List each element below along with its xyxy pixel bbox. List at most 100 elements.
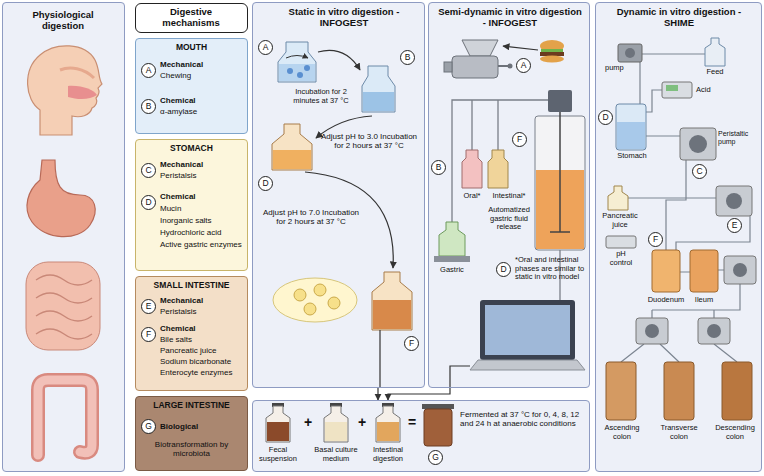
callout-letter: D — [142, 196, 155, 209]
bold-label: Mechanical — [160, 160, 244, 169]
semi-dynamic-apparatus — [548, 90, 572, 112]
callout-letter: F — [513, 133, 526, 146]
caption-text: Stomach — [604, 152, 660, 161]
shime-apparatus — [690, 250, 718, 292]
semi-dynamic-apparatus — [488, 150, 508, 188]
caption-text: Incubation for 2 minutes at 37 °C — [290, 88, 352, 105]
panel-frame: Physiological digestion — [2, 2, 125, 472]
fermentation-bottles — [325, 422, 347, 441]
semi-dynamic-apparatus — [462, 150, 482, 188]
caption-text: Duodenum — [642, 296, 690, 305]
static-vessels — [304, 303, 316, 315]
body-organs — [28, 46, 102, 135]
shime-apparatus — [726, 193, 742, 209]
static-vessels — [379, 330, 380, 388]
heading-text: Physiological digestion — [18, 10, 108, 32]
section-heading: SMALL INTESTINE — [135, 281, 248, 291]
caption-text: Pancreatic juice — [598, 212, 642, 229]
body-text: Chewing — [160, 71, 244, 80]
semi-dynamic-apparatus — [452, 56, 498, 78]
panel-grounds — [428, 2, 590, 388]
body-text: Bile salts — [160, 335, 244, 344]
semi-dynamic-apparatus — [540, 52, 564, 56]
body-text: Peristalsis — [160, 307, 244, 316]
semi-dynamic-apparatus — [508, 64, 513, 69]
caption-text: Basal culture medium — [308, 446, 364, 463]
static-vessels — [373, 300, 411, 329]
fermentation-bottles — [267, 422, 289, 441]
callout-circle: F — [141, 327, 156, 342]
static-vessels — [294, 289, 306, 301]
shime-apparatus — [707, 324, 721, 338]
body-text: Inorganic salts — [160, 216, 244, 225]
shime-apparatus — [733, 263, 747, 277]
callout-circle: E — [141, 299, 156, 314]
flow-arrow — [388, 388, 450, 400]
static-vessels — [362, 66, 395, 112]
mechanism-box: LARGE INTESTINEBiologicalBiotransformati… — [135, 396, 248, 471]
bold-label: Chemical — [160, 192, 244, 201]
callout-circle: G — [428, 450, 443, 465]
body-text: Peristalsis — [160, 171, 244, 180]
semi-dynamic-apparatus — [450, 366, 470, 388]
static-vessels — [287, 68, 293, 74]
body-text: Sodium bicarbonate — [160, 357, 244, 366]
mechanism-box: MOUTHMechanicalChewingChemicalα-amylaseA… — [135, 38, 248, 134]
callout-letter: A — [259, 41, 272, 54]
caption-text: Oral* — [458, 192, 486, 201]
shime-apparatus — [616, 104, 646, 150]
shime-apparatus — [689, 135, 707, 153]
shime-apparatus — [722, 362, 752, 420]
panel-grounds — [595, 2, 762, 472]
static-vessels — [297, 72, 303, 78]
shime-apparatus — [617, 122, 645, 149]
callout-letter: D — [599, 111, 612, 124]
static-vessels — [273, 150, 311, 169]
static-vessels — [272, 124, 312, 170]
callout-circle: D — [496, 262, 511, 277]
caption-text: Feed — [695, 68, 735, 77]
caption-text: Gastric — [430, 266, 474, 275]
fermentation-bottles — [422, 404, 454, 409]
semi-dynamic-apparatus — [439, 222, 465, 256]
callout-letter: E — [728, 219, 741, 232]
body-organs — [36, 275, 92, 339]
callout-letter: E — [142, 300, 155, 313]
callout-circle: F — [404, 336, 419, 351]
callout-letter: F — [142, 328, 155, 341]
callout-letter: C — [693, 165, 706, 178]
fermentation-bottles — [376, 406, 400, 442]
body-text: Active gastric enzymes — [160, 240, 244, 249]
static-vessels — [278, 42, 316, 82]
static-vessels — [363, 92, 394, 111]
body-organs — [68, 86, 97, 99]
caption-text: Ileum — [686, 296, 722, 305]
caption-text: Ascending colon — [598, 424, 646, 441]
callout-letter: D — [259, 177, 272, 190]
operator-sign: + — [300, 414, 316, 430]
panel-grounds — [252, 2, 425, 388]
heading-text: Semi-dynamic in vitro digestion - INFOGE… — [436, 7, 584, 29]
body-organs — [60, 68, 94, 78]
shime-apparatus — [698, 318, 730, 344]
semi-dynamic-apparatus — [541, 49, 563, 52]
caption-text: Descending colon — [710, 424, 760, 441]
static-vessels — [286, 56, 308, 59]
callout-letter: B — [401, 51, 414, 64]
semi-dynamic-apparatus — [485, 305, 570, 355]
shime-apparatus — [680, 128, 716, 160]
callout-circle: F — [648, 232, 663, 247]
caption-text: Automatized gastric fluid release — [484, 206, 534, 232]
callout-letter: G — [429, 451, 442, 464]
shime-apparatus — [645, 324, 659, 338]
caption-text: Intestinal digestion — [362, 446, 414, 463]
fermentation-bottles — [424, 409, 452, 446]
callout-circle: G — [141, 419, 156, 434]
callout-circle: A — [141, 63, 156, 78]
static-vessels — [318, 50, 360, 70]
body-text: Hydrochloric acid — [160, 228, 244, 237]
semi-dynamic-apparatus — [498, 65, 508, 67]
callout-letter: A — [142, 64, 155, 77]
